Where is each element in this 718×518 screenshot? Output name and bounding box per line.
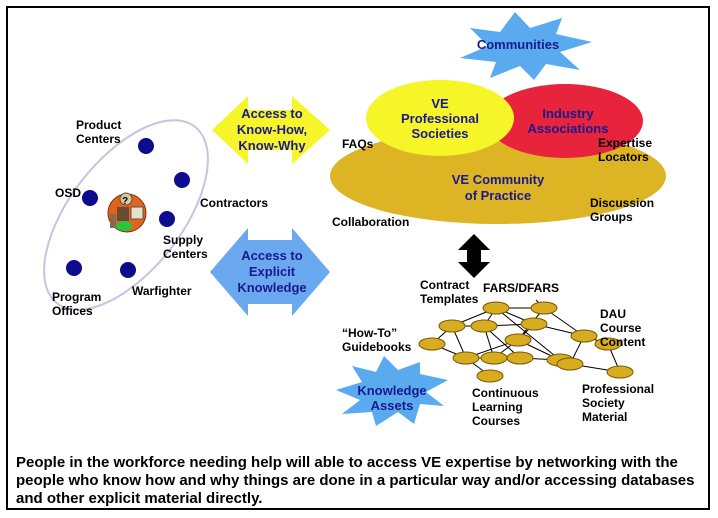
asset-node xyxy=(470,319,498,333)
product-centers-line-1: Product xyxy=(76,118,122,132)
svg-text:?: ? xyxy=(122,196,128,207)
asset-node xyxy=(606,365,634,379)
explicit-line-3: Knowledge xyxy=(237,280,307,295)
industry-line-1: Industry xyxy=(542,106,594,121)
link-double-arrow xyxy=(458,234,490,278)
node-program-offices xyxy=(66,260,82,276)
slide-caption: People in the workforce needing help wil… xyxy=(16,454,695,507)
node-product-centers xyxy=(138,138,154,154)
professional-society-label: Professional Society Material xyxy=(582,382,654,424)
network-nodes xyxy=(66,138,190,278)
program-offices-label: Program Offices xyxy=(52,290,101,318)
contractors-label: Contractors xyxy=(200,196,269,210)
discussion-groups-label: Discussion Groups xyxy=(590,196,654,224)
contract-templates-label: Contract Templates xyxy=(420,278,478,306)
person-at-desk-icon: ? xyxy=(107,192,147,233)
continuous-learning-line-3: Courses xyxy=(472,414,521,428)
discussion-line-1: Discussion xyxy=(590,196,655,210)
program-offices-line-1: Program xyxy=(52,290,102,304)
program-offices-line-2: Offices xyxy=(52,304,93,318)
knowledge-assets-starburst xyxy=(336,356,448,426)
cop-label: VE Community of Practice xyxy=(430,172,566,204)
asset-node xyxy=(438,319,466,333)
product-centers-line-2: Centers xyxy=(76,132,121,146)
explicit-knowledge-arrow-label: Access to Explicit Knowledge xyxy=(232,248,312,296)
know-how-arrow-label: Access to Know-How, Know-Why xyxy=(232,106,312,154)
asset-node xyxy=(418,337,446,351)
dau-course-label: DAU Course Content xyxy=(600,307,645,349)
network-orbit xyxy=(43,119,209,311)
asset-node xyxy=(482,301,510,315)
industry-line-2: Associations xyxy=(527,121,609,136)
discussion-line-2: Groups xyxy=(590,210,633,224)
node-warfighter xyxy=(120,262,136,278)
cop-line-1: VE Community xyxy=(451,172,545,187)
collaboration-label: Collaboration xyxy=(332,215,410,229)
ve-societies-line-3: Societies xyxy=(411,126,469,141)
asset-node xyxy=(570,329,598,343)
contract-templates-line-2: Templates xyxy=(420,292,479,306)
supply-centers-label: Supply Centers xyxy=(163,233,208,261)
asset-node xyxy=(506,351,534,365)
ve-societies-line-2: Professional xyxy=(400,111,480,126)
fars-dfars-label: FARS/DFARS xyxy=(483,281,560,295)
node-contractors xyxy=(174,172,190,188)
knowledge-assets-line-2: Assets xyxy=(370,398,414,413)
dau-course-line-2: Course xyxy=(600,321,642,335)
ve-societies-line-1: VE xyxy=(431,96,449,111)
ve-societies-label: VE Professional Societies xyxy=(392,96,488,141)
professional-society-line-1: Professional xyxy=(582,382,655,396)
node-osd xyxy=(82,190,98,206)
warfighter-label: Warfighter xyxy=(132,284,192,298)
asset-node xyxy=(480,351,508,365)
asset-node xyxy=(520,317,548,331)
how-to-line-2: Guidebooks xyxy=(342,340,412,354)
expertise-line-1: Expertise xyxy=(598,136,653,150)
asset-network-nodes xyxy=(418,301,634,383)
osd-label: OSD xyxy=(55,186,82,200)
supply-centers-line-2: Centers xyxy=(163,247,208,261)
asset-node xyxy=(594,337,622,351)
how-to-line-1: “How-To” xyxy=(342,326,398,340)
asset-node xyxy=(452,351,480,365)
expertise-line-2: Locators xyxy=(598,150,649,164)
product-centers-label: Product Centers xyxy=(76,118,121,146)
knowledge-assets-label: Knowledge Assets xyxy=(350,383,434,413)
node-supply-centers xyxy=(159,211,175,227)
professional-society-line-2: Society xyxy=(582,396,625,410)
know-how-line-2: Know-How, xyxy=(236,122,308,137)
asset-node xyxy=(556,357,584,371)
dau-course-line-1: DAU xyxy=(600,307,626,321)
professional-society-line-3: Material xyxy=(582,410,628,424)
asset-node xyxy=(504,333,532,347)
dau-course-line-3: Content xyxy=(600,335,646,349)
explicit-knowledge-arrow-shape xyxy=(210,228,330,316)
continuous-learning-line-2: Learning xyxy=(472,400,523,414)
expertise-locators-label: Expertise Locators xyxy=(598,136,652,164)
explicit-line-1: Access to xyxy=(241,248,303,263)
explicit-line-2: Explicit xyxy=(248,264,296,279)
cop-line-2: of Practice xyxy=(464,188,532,203)
know-how-arrow-shape xyxy=(212,96,330,164)
faqs-label: FAQs xyxy=(342,137,374,151)
knowledge-assets-line-1: Knowledge xyxy=(357,383,427,398)
continuous-learning-line-1: Continuous xyxy=(472,386,539,400)
continuous-learning-label: Continuous Learning Courses xyxy=(472,386,539,428)
communities-label: Communities xyxy=(476,37,560,52)
asset-node xyxy=(476,369,504,383)
industry-ellipse xyxy=(487,84,643,158)
know-how-line-3: Know-Why xyxy=(238,138,306,153)
industry-label: Industry Associations xyxy=(520,106,616,136)
how-to-guidebooks-label: “How-To” Guidebooks xyxy=(342,326,411,354)
contract-templates-line-1: Contract xyxy=(420,278,470,292)
communities-starburst xyxy=(460,12,592,80)
supply-centers-line-1: Supply xyxy=(163,233,204,247)
asset-node xyxy=(530,301,558,315)
ve-societies-ellipse xyxy=(366,80,514,156)
know-how-line-1: Access to xyxy=(241,106,303,121)
